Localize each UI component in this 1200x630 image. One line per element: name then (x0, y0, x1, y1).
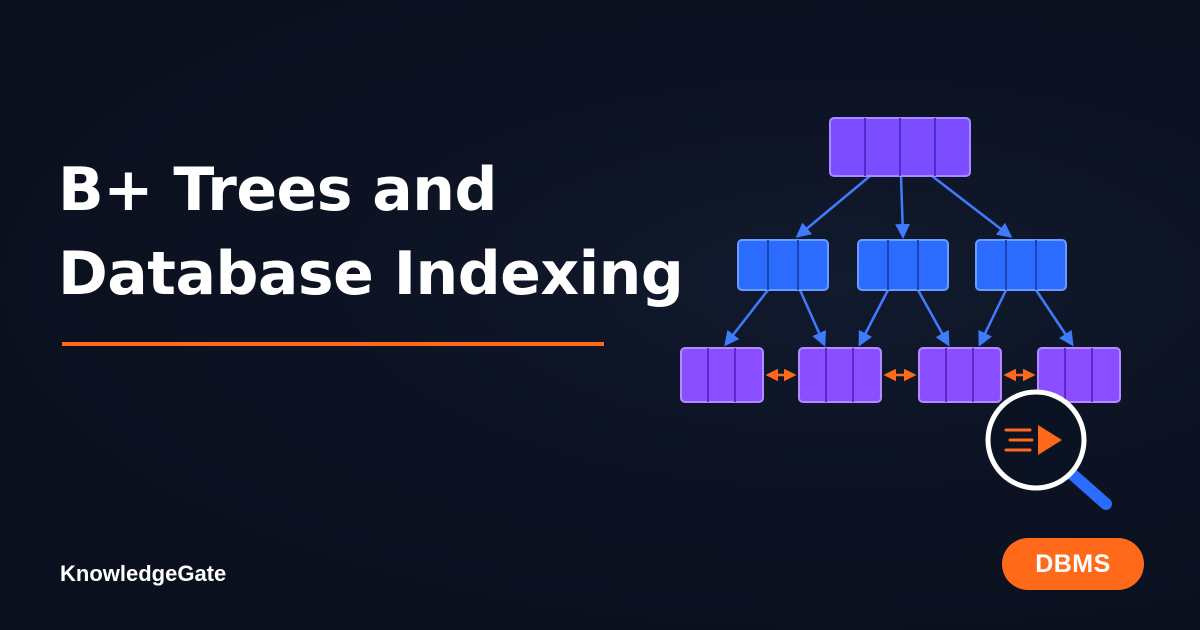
edge-internal3-to-leaf3 (978, 289, 1008, 347)
edge-internal1-to-leaf2 (798, 289, 826, 347)
leaf-node-1 (680, 347, 764, 403)
internal-node-3 (975, 239, 1067, 291)
search-magnifier-icon (985, 389, 1112, 510)
internal-node-1 (737, 239, 829, 291)
topic-badge: DBMS (1002, 538, 1144, 590)
edge-internal3-to-leaf4 (1034, 289, 1074, 347)
edge-root-to-internal-1 (795, 175, 871, 238)
edge-internal1-to-leaf1 (724, 289, 769, 347)
internal-edges (724, 289, 1074, 347)
internal-node-2 (857, 239, 949, 291)
title-line-2: Database Indexing (58, 239, 684, 309)
root-node (829, 117, 971, 177)
edge-root-to-internal-2 (895, 175, 911, 239)
page-title: B+ Trees and Database Indexing (58, 148, 684, 316)
title-line-1: B+ Trees and (58, 155, 497, 225)
brand-name: KnowledgeGate (60, 561, 227, 586)
root-edges (795, 175, 1013, 239)
edge-internal2-to-leaf2 (858, 289, 890, 347)
leaf-node-2 (798, 347, 882, 403)
leaf-node-3 (918, 347, 1002, 403)
leaf-node-4 (1037, 347, 1121, 403)
edge-root-to-internal-3 (931, 175, 1013, 238)
title-underline (62, 342, 604, 346)
edge-internal2-to-leaf3 (916, 289, 950, 347)
